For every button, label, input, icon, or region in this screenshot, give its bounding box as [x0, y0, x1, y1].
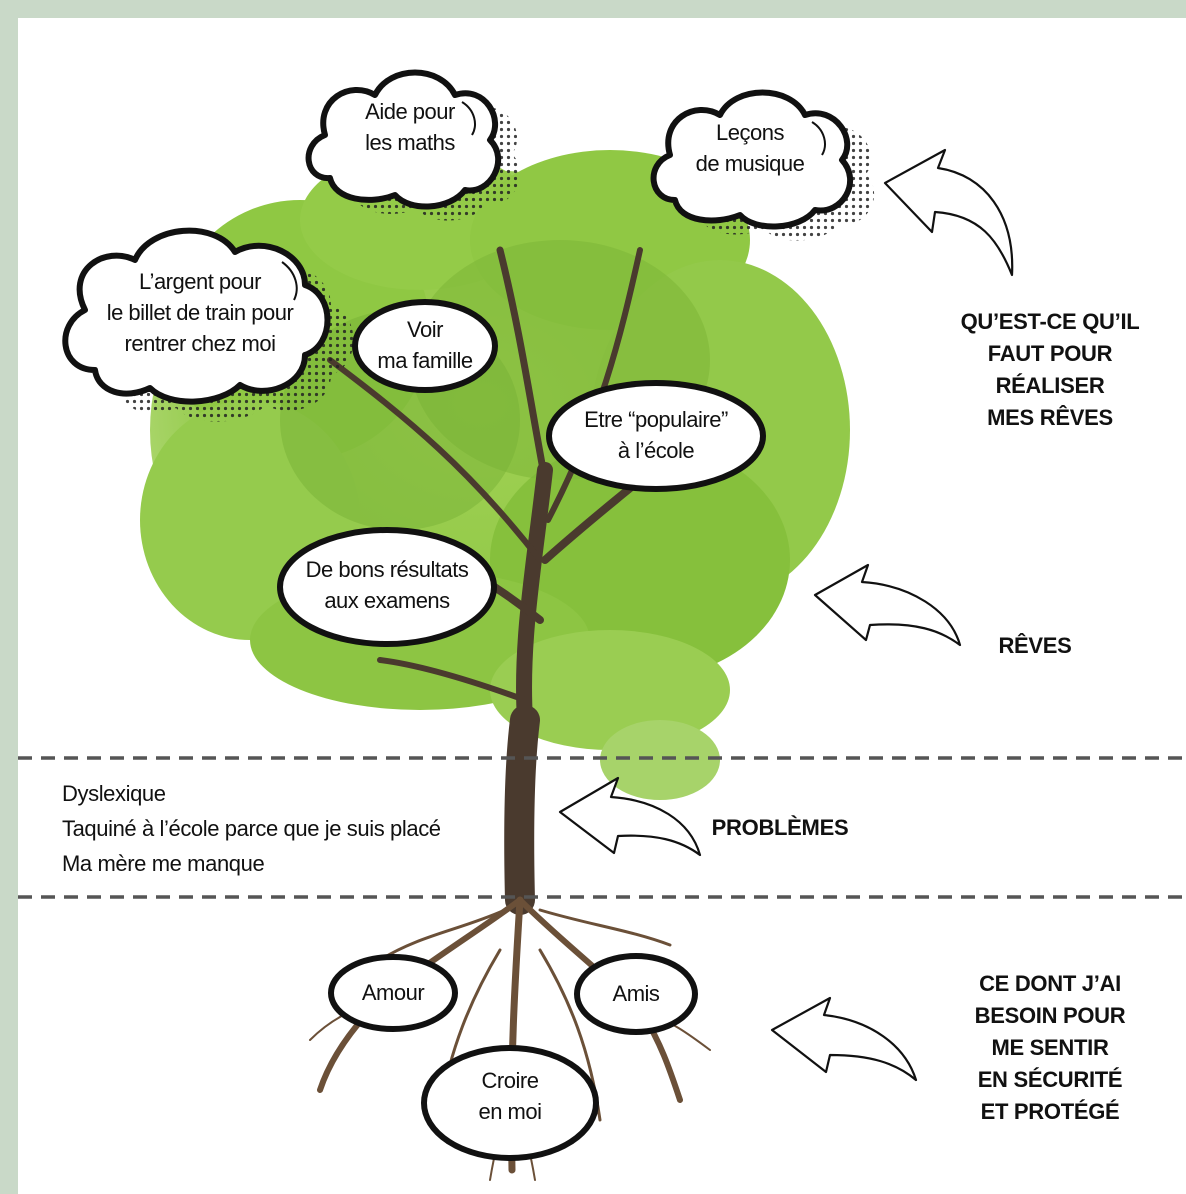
bubble-popular-shape [546, 380, 766, 492]
heading-dreams-needs: QU’EST-CE QU’IL FAUT POUR RÉALISER MES R… [960, 309, 1140, 430]
arrow-problems-icon [558, 776, 702, 857]
dream-family-label: Voir ma famille [377, 317, 473, 373]
arrow-roots-icon [770, 996, 918, 1082]
problem-item: Dyslexique [62, 781, 166, 806]
bubble-results-shape [277, 527, 497, 647]
bubble-friends-shape [574, 953, 698, 1035]
cloud-maths-label: Aide pour les maths [365, 99, 455, 155]
problem-item: Taquiné à l’école parce que je suis plac… [62, 816, 441, 842]
bubble-believe-shape [421, 1045, 599, 1161]
problem-item: Ma mère me manque [62, 851, 265, 877]
problems-list: Dyslexique Taquiné à l’école parce que j… [62, 776, 441, 882]
cloud-music [650, 89, 875, 241]
bubble-family-shape [352, 299, 498, 393]
arrow-dreams-icon [813, 563, 962, 647]
cloud-maths [305, 69, 521, 221]
cloud-train [62, 227, 354, 422]
root-friends-label: Amis [612, 981, 660, 1006]
arrow-needs-icon [883, 148, 1014, 277]
cloud-train-label: L’argent pour le billet de train pour re… [106, 269, 294, 356]
root-believe-label: Croire en moi [478, 1068, 542, 1124]
dream-popular-label: Etre “populaire” à l’école [584, 407, 728, 463]
dream-results-label: De bons résultats aux examens [305, 557, 469, 613]
tree-trunk [327, 246, 694, 915]
heading-roots: CE DONT J’AI BESOIN POUR ME SENTIR EN SÉ… [974, 971, 1126, 1124]
heading-problems: PROBLÈMES [711, 815, 849, 840]
bubble-love-shape [328, 954, 458, 1032]
root-love-label: Amour [361, 980, 425, 1005]
heading-dreams: RÊVES [998, 633, 1072, 658]
cloud-music-label: Leçons de musique [695, 120, 805, 176]
